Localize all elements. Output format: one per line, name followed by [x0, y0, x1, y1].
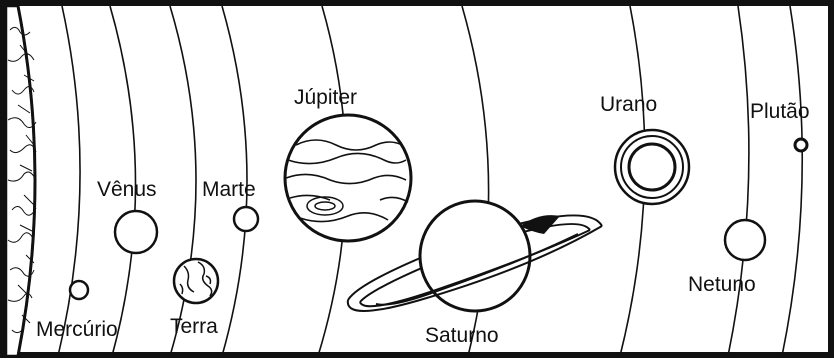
urano-body — [629, 144, 675, 190]
jupiter-body — [285, 115, 411, 241]
netuno-body — [725, 220, 765, 260]
marte-body — [234, 207, 258, 231]
mercurio-body — [70, 281, 88, 299]
label-jupiter: Júpiter — [294, 86, 357, 109]
planet-netuno — [725, 220, 765, 260]
label-urano: Urano — [600, 93, 657, 116]
planet-venus — [115, 211, 157, 253]
planet-urano — [615, 130, 689, 204]
label-terra: Terra — [170, 315, 218, 338]
label-plutao: Plutão — [750, 100, 810, 123]
label-mercurio: Mercúrio — [36, 318, 118, 341]
venus-body — [115, 211, 157, 253]
label-venus: Vênus — [97, 178, 157, 201]
planet-mercurio — [70, 281, 88, 299]
label-saturno: Saturno — [425, 324, 499, 347]
planet-marte — [234, 207, 258, 231]
plutao-body — [795, 139, 807, 151]
planet-plutao — [795, 139, 807, 151]
planet-jupiter — [285, 115, 411, 241]
label-marte: Marte — [202, 178, 256, 201]
label-netuno: Netuno — [688, 273, 756, 296]
terra-body — [174, 259, 218, 303]
planet-terra — [174, 259, 218, 303]
